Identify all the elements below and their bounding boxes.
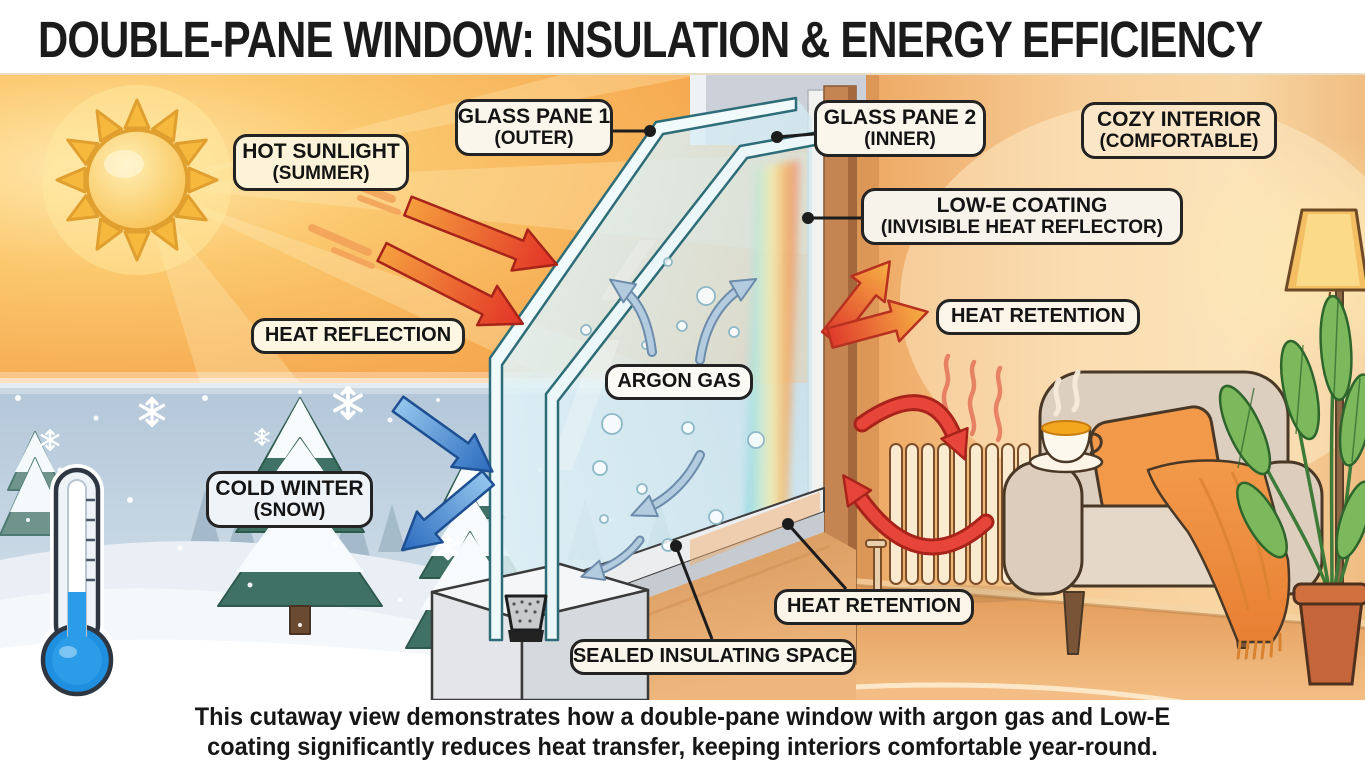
label-argon-gas: ARGON GAS xyxy=(605,364,753,400)
leader-lines xyxy=(611,125,861,640)
label-sealed-space: SEALED INSULATING SPACE xyxy=(570,639,856,675)
label-line: SEALED INSULATING SPACE xyxy=(572,645,854,667)
caption-line-2: coating significantly reduces heat trans… xyxy=(207,732,1158,761)
argon-bubbles xyxy=(580,257,765,552)
floor-lamp-icon xyxy=(1167,135,1365,637)
label-line: COZY INTERIOR xyxy=(1096,108,1262,131)
label-glass-pane-1: GLASS PANE 1 (OUTER) xyxy=(455,99,613,157)
title-strip xyxy=(0,0,1365,75)
label-line: (INVISIBLE HEAT REFLECTOR) xyxy=(880,216,1164,238)
argon-flow-arrows xyxy=(580,278,758,581)
label-line: HEAT RETENTION xyxy=(950,305,1126,327)
caption: This cutaway view demonstrates how a dou… xyxy=(0,703,1365,762)
label-heat-retention-top: HEAT RETENTION xyxy=(936,299,1140,335)
label-low-e-coating: LOW-E COATING (INVISIBLE HEAT REFLECTOR) xyxy=(861,188,1183,246)
plant-icon xyxy=(1218,294,1365,686)
label-glass-pane-2: GLASS PANE 2 (INNER) xyxy=(814,100,986,158)
label-line: COLD WINTER xyxy=(215,477,364,500)
label-heat-retention-bottom: HEAT RETENTION xyxy=(774,589,974,625)
cold-air-arrows xyxy=(391,395,496,552)
label-line: GLASS PANE 1 xyxy=(457,105,611,128)
label-line: (SUMMER) xyxy=(272,162,370,184)
heat-circulation-arrows xyxy=(842,394,995,556)
caption-line-1: This cutaway view demonstrates how a dou… xyxy=(194,703,1171,731)
sun-icon xyxy=(42,85,232,275)
spacer-desiccant xyxy=(504,594,548,642)
low-e-rainbow xyxy=(744,160,800,566)
thermometer-icon xyxy=(36,464,118,701)
label-line: LOW-E COATING xyxy=(936,194,1108,217)
label-line: HEAT REFLECTION xyxy=(264,324,452,346)
caption-strip xyxy=(0,700,1365,768)
label-cold-winter: COLD WINTER (SNOW) xyxy=(206,471,373,529)
glass-pane-1-edge xyxy=(488,96,798,642)
heat-reflection-arrows xyxy=(308,174,559,327)
label-hot-sunlight: HOT SUNLIGHT (SUMMER) xyxy=(233,134,409,192)
label-line: (INNER) xyxy=(864,128,936,150)
label-line: (SNOW) xyxy=(253,499,326,521)
label-cozy-interior: COZY INTERIOR (COMFORTABLE) xyxy=(1081,102,1277,160)
label-line: ARGON GAS xyxy=(617,370,741,392)
label-line: (OUTER) xyxy=(494,127,574,149)
label-line: (COMFORTABLE) xyxy=(1099,130,1259,152)
label-line: HOT SUNLIGHT xyxy=(242,140,400,163)
page-title: DOUBLE-PANE WINDOW: INSULATION & ENERGY … xyxy=(38,11,1263,68)
heat-bounce-arrow xyxy=(820,260,929,349)
label-heat-reflection: HEAT REFLECTION xyxy=(251,318,465,354)
label-line: GLASS PANE 2 xyxy=(823,106,977,129)
teacup-icon xyxy=(1028,369,1104,474)
label-line: HEAT RETENTION xyxy=(786,595,962,617)
